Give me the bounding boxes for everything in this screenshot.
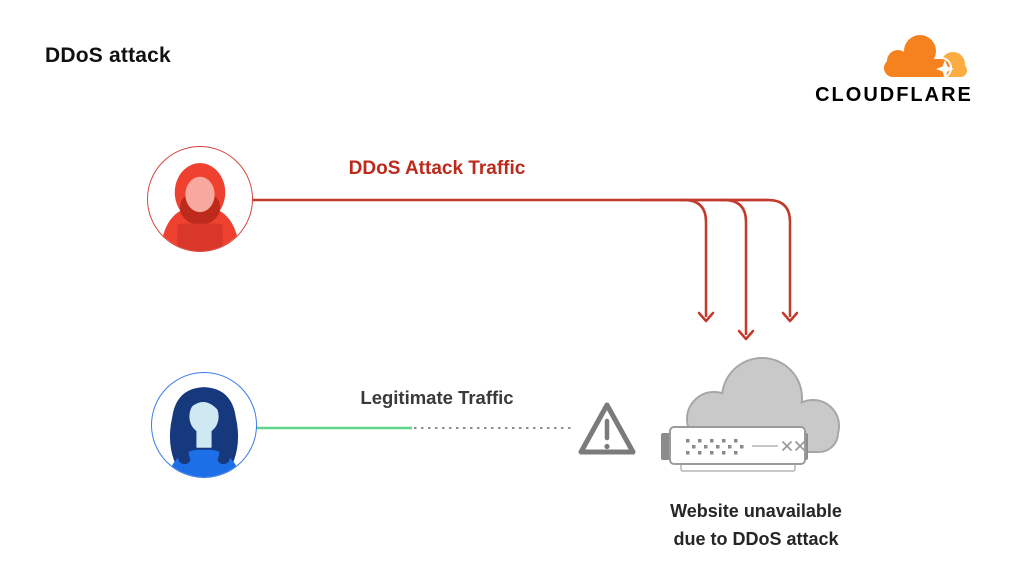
cloudflare-wordmark: CLOUDFLARE [815,84,973,106]
warning-triangle-outline [578,402,636,455]
page-title: DDoS attack [45,44,171,67]
cloudflare-logo: CLOUDFLARE [808,34,980,107]
attacker-laptop [177,223,223,251]
website-caption-line1: Website unavailable [670,501,842,521]
attack-arrowhead-3 [781,311,799,323]
legitimate-user-avatar [151,372,257,478]
hacker-icon [160,163,240,251]
user-neck [196,429,212,448]
server-body [669,426,806,465]
user-hair-strand-right [217,413,233,465]
user-face [189,399,219,434]
warning-exclamation-dot [604,443,610,450]
server-led-dots [686,439,744,455]
server-x-marks [781,440,806,452]
attack-arrowhead-1 [697,311,715,323]
attack-line-branch-1 [640,198,708,317]
warning-triangle-icon [578,402,636,455]
user-icon [168,387,240,477]
attack-line-branch-3 [720,198,792,317]
server-icon [661,426,808,472]
user-hair-strand-left [175,413,191,465]
attacker-avatar [147,146,253,252]
logo-cloud-main [884,35,950,77]
attack-traffic-lines [253,198,799,341]
cloudflare-cloud-icon [882,34,967,79]
attack-arrowhead-2 [737,329,755,341]
logo-sparkle [936,60,954,78]
attack-traffic-label: DDoS Attack Traffic [348,158,526,179]
website-caption: Website unavailable due to DDoS attack [640,497,872,553]
user-hair-fringe [187,392,221,414]
attacker-face [185,176,215,213]
website-caption-line2: due to DDoS attack [673,529,839,549]
legitimate-traffic-label: Legitimate Traffic [360,387,514,408]
